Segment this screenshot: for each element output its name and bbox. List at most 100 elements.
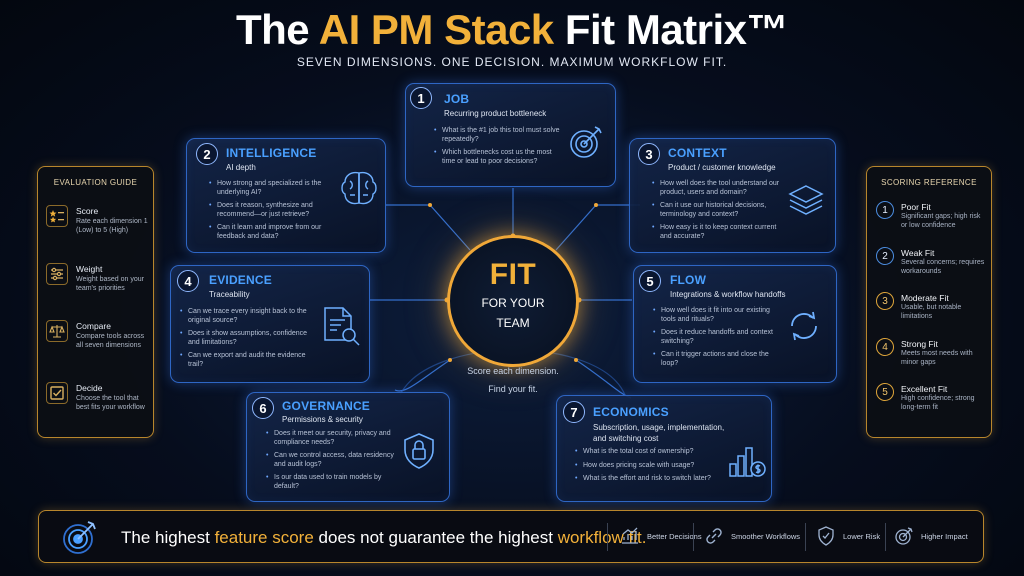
dimension-card-flow: 5 FLOW Integrations & workflow handoffs … [633, 265, 837, 383]
score-label: Weak Fit [901, 248, 935, 258]
score-label: Moderate Fit [901, 293, 949, 303]
dimension-title: EVIDENCE [209, 273, 272, 287]
dimension-title: INTELLIGENCE [226, 146, 317, 160]
title-highlight: AI PM Stack [318, 6, 554, 53]
question-item: Does it reduce handoffs and context swit… [653, 329, 785, 346]
dimension-subtitle: Subscription, usage, implementation, and… [593, 423, 725, 443]
benefit-label: Higher Impact [921, 531, 968, 541]
trend-chart-icon [619, 525, 641, 547]
document-search-icon [319, 304, 363, 348]
page-title: The AI PM Stack Fit Matrix™ [0, 6, 1024, 54]
dimension-title: ECONOMICS [593, 405, 669, 419]
dimension-subtitle: Integrations & workflow handoffs [670, 290, 786, 299]
divider [805, 523, 806, 551]
score-desc: Several concerns; requires workarounds [901, 259, 985, 275]
dimension-number: 2 [196, 143, 218, 165]
question-item: Can it use our historical decisions, ter… [652, 202, 784, 219]
dimension-card-context: 3 CONTEXT Product / customer knowledge H… [629, 138, 836, 253]
score-number: 5 [876, 383, 894, 401]
target-arrow-icon [893, 525, 915, 547]
dimension-card-economics: 7 ECONOMICS Subscription, usage, impleme… [556, 395, 772, 502]
link-icon [703, 525, 725, 547]
scales-icon [46, 320, 68, 342]
dimension-title: FLOW [670, 273, 707, 287]
score-desc: Significant gaps; high risk or low confi… [901, 213, 981, 229]
score-desc: Usable, but notable limitations [901, 304, 962, 320]
brain-icon [337, 167, 381, 211]
dimension-number: 7 [563, 401, 585, 423]
bottom-banner: The highest feature score does not guara… [38, 510, 984, 563]
question-item: What is the #1 job this tool must solve … [434, 127, 562, 144]
dimension-subtitle: Product / customer knowledge [668, 163, 776, 172]
question-item: How well does it fit into our existing t… [653, 307, 785, 324]
score-number: 1 [876, 201, 894, 219]
guide-weight-desc: Weight based on your team's priorities [76, 276, 144, 292]
question-item: What is the total cost of ownership? [575, 448, 723, 457]
quote-highlight-1: feature score [214, 528, 314, 547]
question-list: What is the total cost of ownership? How… [575, 448, 723, 489]
guide-weight-label: Weight [76, 264, 103, 274]
question-item: Can we export and audit the evidence tra… [180, 352, 316, 369]
benefit-label: Better Decisions [647, 531, 702, 541]
shield-check-icon [815, 525, 837, 547]
guide-score-label: Score [76, 206, 99, 216]
dimension-card-job: 1 JOB Recurring product bottleneck What … [405, 83, 616, 187]
dimension-subtitle: Permissions & security [282, 415, 363, 424]
question-item: Can we trace every insight back to the o… [180, 308, 316, 325]
quote-pre: The highest [121, 528, 210, 547]
score-desc: High confidence; strong long-term fit [901, 395, 975, 411]
question-item: Does it show assumptions, confidence and… [180, 330, 316, 347]
score-number: 4 [876, 338, 894, 356]
score-label: Poor Fit [901, 202, 931, 212]
score-label: Excellent Fit [901, 384, 948, 394]
question-item: What is the effort and risk to switch la… [575, 475, 723, 484]
question-item: Does it reason, synthesize and recommend… [209, 202, 337, 219]
question-item: Is our data used to train models by defa… [266, 474, 402, 491]
scoring-reference-title: SCORING REFERENCE [881, 178, 977, 187]
score-number: 3 [876, 292, 894, 310]
cost-chart-icon [727, 440, 767, 480]
dimension-title: GOVERNANCE [282, 399, 371, 413]
score-number: 2 [876, 247, 894, 265]
question-item: How easy is it to keep context current a… [652, 224, 784, 241]
guide-decide-label: Decide [76, 383, 103, 393]
star-list-icon [46, 205, 68, 227]
sliders-icon [46, 263, 68, 285]
dimension-subtitle: Traceability [209, 290, 250, 299]
question-item: Can it trigger actions and close the loo… [653, 351, 785, 368]
dimension-number: 5 [639, 270, 661, 292]
fit-line-2: TEAM [496, 316, 530, 330]
dimension-number: 4 [177, 270, 199, 292]
dimension-title: JOB [444, 92, 470, 106]
shield-lock-icon [399, 431, 439, 471]
benefit-better-decisions: Better Decisions [619, 525, 702, 547]
benefit-lower-risk: Lower Risk [815, 525, 880, 547]
question-list: Can we trace every insight back to the o… [180, 308, 316, 374]
guide-score-desc: Rate each dimension 1 (Low) to 5 (High) [76, 218, 148, 234]
bottom-quote: The highest feature score does not guara… [121, 528, 646, 548]
target-arrow-icon [61, 518, 99, 556]
fit-line-1: FOR YOUR [481, 296, 545, 310]
evaluation-guide-title: EVALUATION GUIDE [53, 178, 138, 187]
fit-word: FIT [489, 258, 537, 291]
layers-icon [786, 181, 826, 221]
question-item: How strong and specialized is the underl… [209, 180, 337, 197]
center-caption-1: Score each dimension. [467, 366, 559, 376]
dimension-title: CONTEXT [668, 146, 727, 160]
question-item: Does it meet our security, privacy and c… [266, 430, 402, 447]
target-icon [566, 122, 606, 162]
question-list: What is the #1 job this tool must solve … [434, 127, 562, 171]
title-pre: The [235, 6, 310, 53]
score-label: Strong Fit [901, 339, 938, 349]
question-item: Which bottlenecks cost us the most time … [434, 149, 562, 166]
divider [693, 523, 694, 551]
dimension-card-evidence: 4 EVIDENCE Traceability Can we trace eve… [170, 265, 370, 383]
guide-compare-desc: Compare tools across all seven dimension… [76, 333, 145, 349]
dimension-number: 3 [638, 143, 660, 165]
